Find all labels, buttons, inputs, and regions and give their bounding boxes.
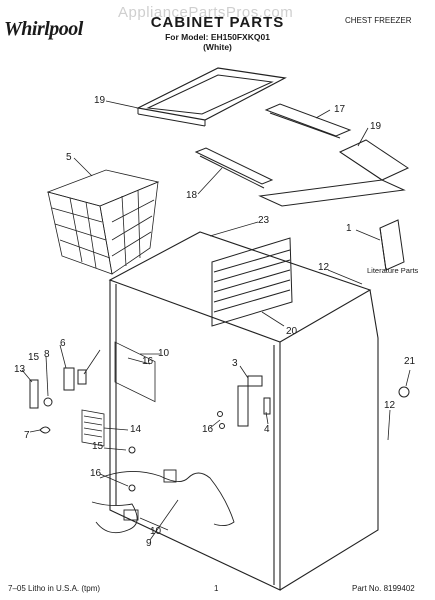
callout-23: 23: [258, 215, 270, 226]
callout-3: 3: [232, 358, 238, 369]
footer-page-number: 1: [214, 584, 219, 593]
top-frame-left: [136, 67, 287, 127]
callout-7: 7: [24, 430, 30, 441]
model-info: For Model: EH150FXKQ01 (White): [0, 32, 435, 52]
wiring-harness: [91, 469, 235, 534]
callout-21: 21: [404, 356, 416, 367]
cabinet: [108, 231, 379, 591]
callout-19-left: 19: [94, 95, 106, 106]
category-label: CHEST FREEZER: [345, 16, 412, 25]
callout-5: 5: [66, 152, 72, 163]
divider-20: [211, 237, 293, 327]
callout-6: 6: [60, 338, 66, 349]
footer-part-number: Part No. 8199402: [352, 584, 415, 593]
literature-booklet: [379, 219, 405, 271]
hinge-hardware-right: [237, 375, 271, 427]
page-title: CABINET PARTS: [150, 14, 285, 31]
callout-9: 9: [146, 538, 152, 549]
literature-parts-label: Literature Parts: [367, 266, 419, 275]
callout-4: 4: [264, 424, 270, 435]
wire-basket: [46, 169, 160, 275]
top-frame-right: [258, 139, 410, 207]
leader-lines: [21, 100, 411, 541]
callout-10-bottom: 10: [150, 526, 162, 537]
callout-16-right: 16: [202, 424, 214, 435]
callout-18: 18: [186, 190, 198, 201]
breaker-strip-18: [194, 147, 274, 189]
breaker-strip-17: [264, 103, 352, 139]
callout-15-bottom: 15: [92, 441, 104, 452]
callout-10-top: 10: [158, 348, 170, 359]
callout-17: 17: [334, 104, 346, 115]
callout-16-bottom: 16: [90, 468, 102, 479]
callout-16-mid: 16: [142, 356, 154, 367]
model-line: For Model: EH150FXKQ01: [165, 32, 270, 42]
screws: [128, 386, 410, 492]
hinge-hardware-left: [29, 367, 87, 434]
color-line: (White): [203, 42, 232, 52]
callout-19-right: 19: [370, 121, 382, 132]
callout-12-top: 12: [318, 262, 330, 273]
brand-logo: Whirlpool: [4, 18, 83, 40]
watermark: AppliancePartsPros.com: [118, 4, 294, 21]
louver-grille: [81, 409, 105, 447]
callout-8: 8: [44, 349, 50, 360]
footer-print-info: 7–05 Litho in U.S.A. (tpm): [8, 584, 101, 593]
callout-13: 13: [14, 364, 26, 375]
callout-15-left: 15: [28, 352, 40, 363]
callout-1: 1: [346, 223, 352, 234]
callout-20: 20: [286, 326, 298, 337]
callout-14: 14: [130, 424, 142, 435]
callout-12-bottom: 12: [384, 400, 396, 411]
